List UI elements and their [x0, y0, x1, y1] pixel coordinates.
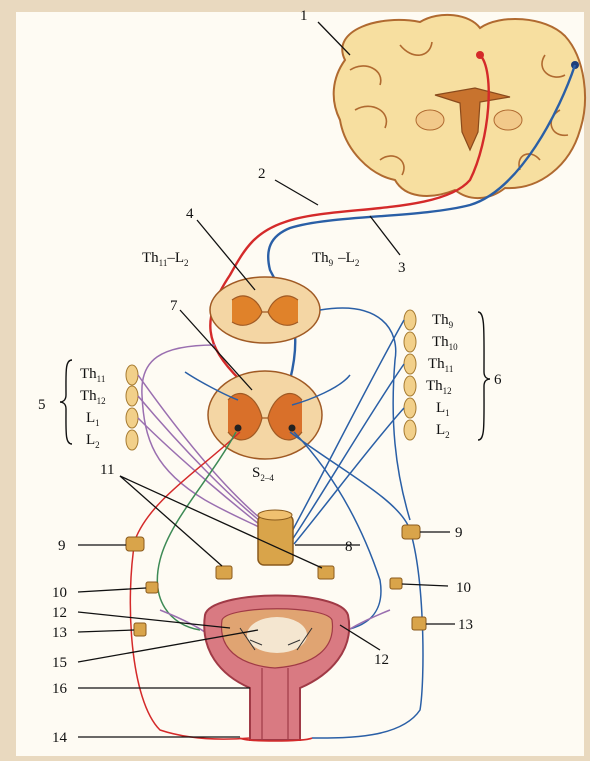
chain-ganglion-right	[404, 332, 416, 352]
sympathetic-chain-right	[404, 310, 416, 440]
leader-10-right	[402, 584, 448, 586]
leader-11-a	[120, 476, 222, 566]
brain-section	[334, 15, 585, 198]
label-3: 3	[398, 260, 406, 276]
spinal-segment-upper	[210, 277, 320, 343]
chain-left-th11: Th11	[80, 366, 105, 384]
label-10-left: 10	[52, 585, 67, 601]
ganglion-13-left	[134, 623, 146, 636]
chain-right-th11: Th11	[428, 356, 453, 374]
ganglion-9-left	[126, 537, 144, 551]
urinary-bladder	[204, 595, 349, 741]
lower-neuron-right	[289, 425, 296, 432]
label-13-left: 13	[52, 625, 67, 641]
chain-ganglion-left	[126, 408, 138, 428]
ganglion-9-right	[402, 525, 420, 539]
label-10-right: 10	[456, 580, 471, 596]
chain-ganglion-left	[126, 386, 138, 406]
chain-right-th12: Th12	[426, 378, 452, 396]
chain-right-th9: Th9	[432, 312, 454, 330]
leader-13-left	[78, 630, 134, 632]
label-9-left: 9	[58, 538, 66, 554]
segment-label-s2-4: S2–4	[252, 465, 274, 483]
chain-right-l2: L2	[436, 422, 450, 440]
sensory-fiber-right	[320, 308, 410, 520]
label-7: 7	[170, 298, 178, 314]
label-13-right: 13	[458, 617, 473, 633]
ganglion-11-left	[216, 566, 232, 579]
label-11: 11	[100, 462, 114, 478]
bracket-5	[60, 360, 72, 444]
label-9-right: 9	[455, 525, 463, 541]
chain-right-l1: L1	[436, 400, 450, 418]
label-1: 1	[300, 8, 308, 24]
label-15: 15	[52, 655, 67, 671]
label-4: 4	[186, 206, 194, 222]
chain-left-th12: Th12	[80, 388, 106, 406]
segment-label-th9-l2: Th9–L2	[312, 250, 359, 268]
leader-10-left	[78, 588, 146, 592]
sympathetic-chain-left	[126, 365, 138, 450]
chain-ganglion-left	[126, 430, 138, 450]
basal-nucleus-right	[494, 110, 522, 130]
chain-right-th10: Th10	[432, 334, 458, 352]
upper-segment-outline	[210, 277, 320, 343]
ganglion-10-left	[146, 582, 158, 593]
ganglion-cylinder	[258, 515, 293, 565]
label-16: 16	[52, 681, 68, 697]
leader-2	[275, 180, 318, 205]
bracket-6	[478, 312, 490, 440]
leader-3	[370, 216, 400, 255]
label-2: 2	[258, 166, 266, 182]
label-5: 5	[38, 397, 46, 413]
bladder-highlight	[247, 617, 307, 653]
label-12-right: 12	[374, 652, 389, 668]
hypogastric-ganglion	[258, 510, 293, 565]
basal-nucleus-left	[416, 110, 444, 130]
chain-left-l1: L1	[86, 410, 100, 428]
chain-ganglion-right	[404, 354, 416, 374]
chain-ganglion-right	[404, 420, 416, 440]
chain-ganglion-right	[404, 398, 416, 418]
label-14: 14	[52, 730, 68, 746]
ganglion-10-right	[390, 578, 402, 589]
label-12-left: 12	[52, 605, 67, 621]
pudendal-sensory-right	[290, 432, 423, 738]
label-8: 8	[345, 539, 353, 555]
label-6: 6	[494, 372, 502, 388]
lower-neuron-left	[235, 425, 242, 432]
segment-label-th11-l2: Th11–L2	[142, 250, 189, 268]
chain-ganglion-right	[404, 310, 416, 330]
chain-left-l2: L2	[86, 432, 100, 450]
chain-ganglion-left	[126, 365, 138, 385]
ganglion-top	[258, 510, 292, 520]
chain-ganglion-right	[404, 376, 416, 396]
ganglion-13-right	[412, 617, 426, 630]
